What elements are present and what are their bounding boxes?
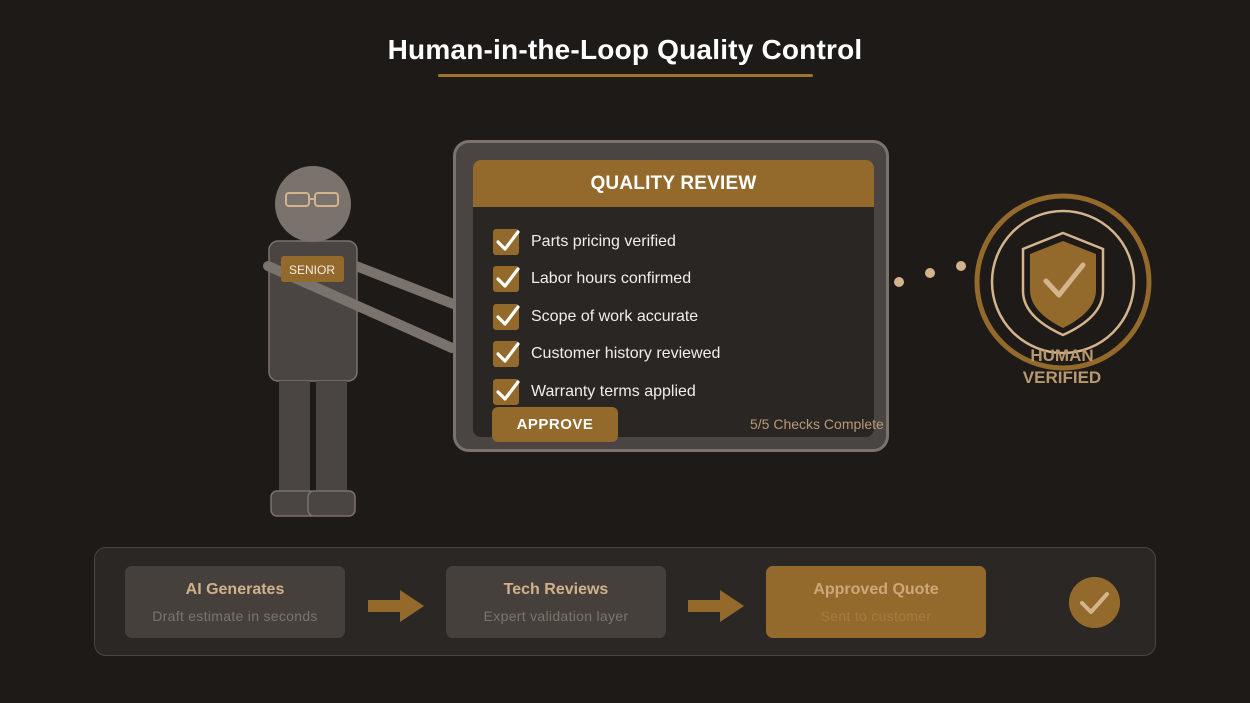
panel-header: QUALITY REVIEW — [473, 160, 874, 207]
step-tech-reviews: Tech Reviews Expert validation layer — [446, 566, 666, 638]
step-subtitle: Sent to customer — [820, 608, 932, 624]
step-ai-generates: AI Generates Draft estimate in seconds — [125, 566, 345, 638]
approve-button[interactable]: APPROVE — [492, 407, 618, 442]
connector-dot-2 — [925, 268, 935, 278]
step-title: Tech Reviews — [503, 581, 609, 598]
connector-dot-1 — [894, 277, 904, 287]
page-title: Human-in-the-Loop Quality Control — [387, 34, 863, 65]
check-label: Scope of work accurate — [531, 307, 699, 325]
check-label: Labor hours confirmed — [531, 270, 692, 288]
right-shoe — [307, 490, 356, 517]
check-item: Scope of work accurate — [493, 298, 720, 336]
check-label: Parts pricing verified — [531, 232, 676, 250]
checks-status: 5/5 Checks Complete — [750, 416, 884, 432]
process-flow: AI Generates Draft estimate in seconds T… — [94, 547, 1156, 656]
checkbox-checked-icon[interactable] — [493, 266, 520, 293]
step-title: Approved Quote — [813, 581, 939, 598]
step-approved-quote: Approved Quote Sent to customer — [766, 566, 986, 638]
checkbox-checked-icon[interactable] — [493, 378, 520, 405]
checkmark-icon — [1069, 577, 1120, 628]
check-item: Labor hours confirmed — [493, 261, 720, 299]
step-subtitle: Expert validation layer — [483, 608, 629, 624]
connector-dot-3 — [956, 261, 966, 271]
check-label: Customer history reviewed — [531, 345, 721, 363]
check-item: Customer history reviewed — [493, 336, 720, 374]
title-underline — [438, 74, 813, 77]
step-title: AI Generates — [185, 581, 285, 598]
checkbox-checked-icon[interactable] — [493, 303, 520, 330]
check-item: Warranty terms applied — [493, 373, 720, 411]
head — [275, 166, 351, 242]
right-leg — [316, 381, 347, 496]
check-label: Warranty terms applied — [531, 382, 696, 400]
shield-check-icon — [974, 193, 1152, 371]
step-subtitle: Draft estimate in seconds — [152, 608, 318, 624]
checkbox-checked-icon[interactable] — [493, 228, 520, 255]
arrow-right-icon — [688, 590, 744, 622]
left-leg — [279, 381, 310, 496]
checkbox-checked-icon[interactable] — [493, 341, 520, 368]
human-verified-label: HUMAN VERIFIED — [992, 345, 1132, 389]
arrow-right-icon — [368, 590, 424, 622]
name-badge — [281, 256, 344, 282]
arm-upper — [351, 261, 461, 310]
badge-line-2: VERIFIED — [1022, 368, 1102, 387]
glasses-icon — [285, 192, 339, 207]
name-badge-text: SENIOR — [289, 263, 335, 277]
badge-line-1: HUMAN — [1030, 346, 1094, 365]
check-item: Parts pricing verified — [493, 223, 720, 261]
